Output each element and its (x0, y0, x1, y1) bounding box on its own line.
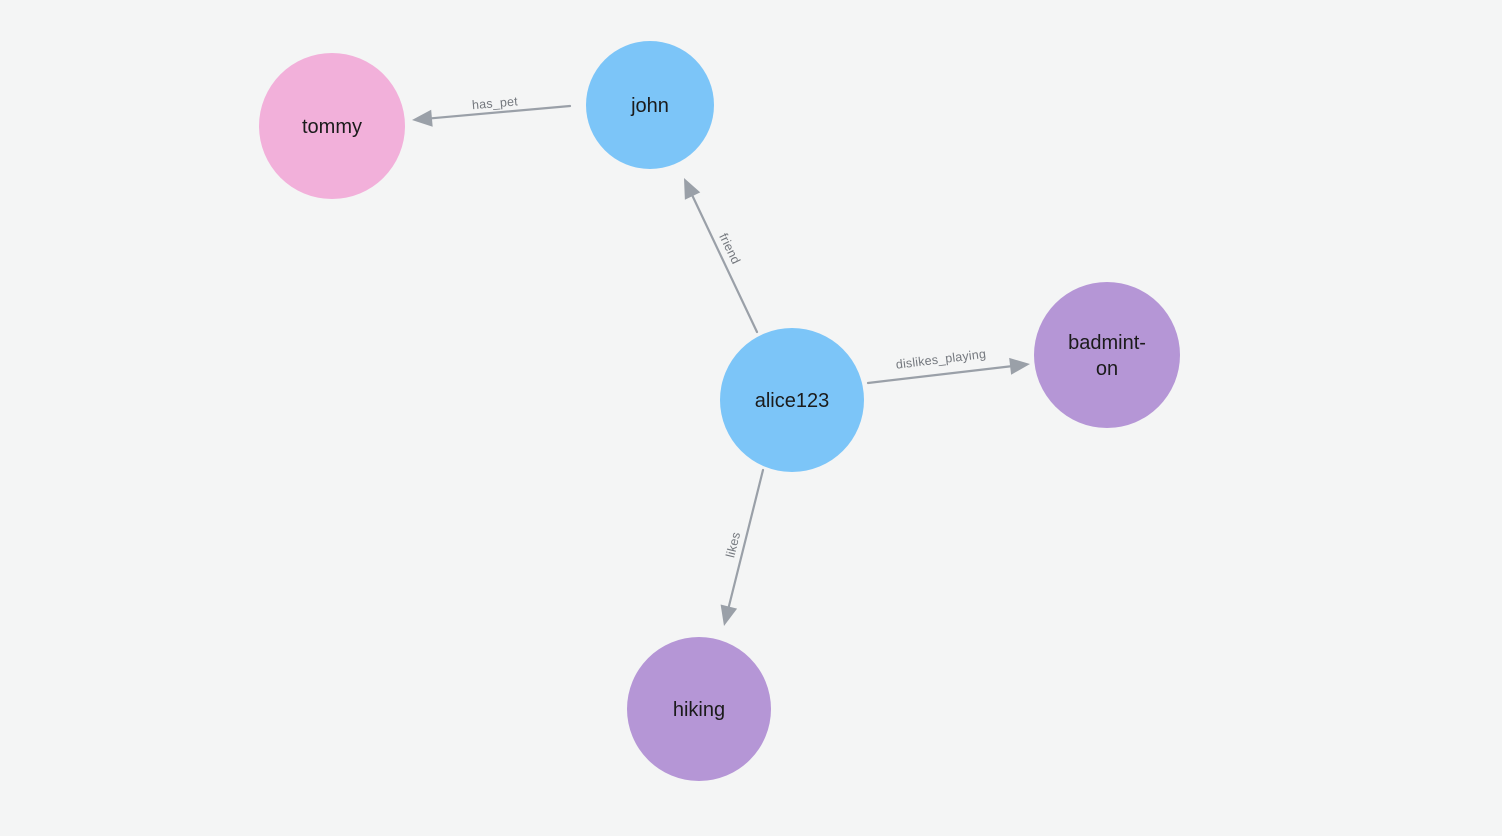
graph-node-hiking[interactable]: hiking (627, 637, 771, 781)
edge-arrowhead-icon (1009, 357, 1030, 375)
node-circle[interactable] (586, 41, 714, 169)
graph-node-alice123[interactable]: alice123 (720, 328, 864, 472)
edge-line (690, 193, 759, 334)
node-circle[interactable] (720, 328, 864, 472)
edge-arrowhead-icon (684, 178, 701, 200)
edge-label: dislikes_playing (895, 347, 987, 372)
node-label: tommy (302, 116, 362, 138)
graph-node-badminton[interactable]: badmint-on (1034, 282, 1180, 428)
edge-arrowhead-icon (720, 604, 738, 626)
graph-node-tommy[interactable]: tommy (259, 53, 405, 199)
node-label: alice123 (755, 390, 830, 412)
edge-line (727, 468, 765, 610)
edge-label: friend (716, 231, 743, 266)
node-circle[interactable] (1034, 282, 1180, 428)
node-circle[interactable] (259, 53, 405, 199)
nodes-layer: tommy john alice123 badmint-on hiking (259, 41, 1180, 781)
edge-likes[interactable]: likes (720, 468, 765, 626)
edge-label: has_pet (471, 94, 518, 112)
edge-arrowhead-icon (412, 109, 433, 127)
node-circle[interactable] (627, 637, 771, 781)
edge-has-pet[interactable]: has_pet (412, 94, 572, 127)
edge-label: likes (723, 531, 743, 560)
node-label: hiking (673, 699, 725, 721)
edge-line (866, 364, 1014, 385)
node-label: john (630, 95, 669, 117)
graph-node-john[interactable]: john (586, 41, 714, 169)
edge-dislikes-playing[interactable]: dislikes_playing (866, 347, 1030, 385)
node-label: badmint-on (1068, 332, 1146, 380)
edge-friend[interactable]: friend (684, 178, 759, 334)
edge-line (428, 104, 572, 120)
